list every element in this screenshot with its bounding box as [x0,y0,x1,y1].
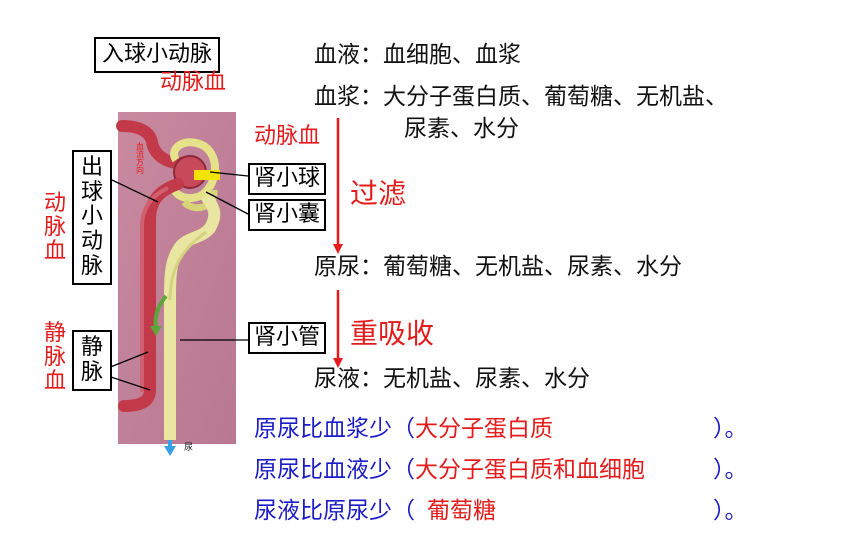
arterial-blood-left: 动脉血 [43,191,66,264]
vein-label: 静脉 [72,330,112,392]
primary-urine-value: 葡萄糖、无机盐、尿素、水分 [383,254,682,280]
comparison-3-prefix: 尿液比原尿少（ [254,498,415,524]
comparison-3-suffix: ）。 [713,498,748,524]
comparison-2-prefix: 原尿比血液少（ [254,457,415,483]
urine-composition: 尿液：无机盐、尿素、水分 [314,368,590,391]
urine-arrow [164,446,176,456]
afferent-arteriole-vessel [116,120,192,169]
comparison-1-prefix: 原尿比血浆少（ [254,416,415,442]
blood-label: 血液： [314,42,383,68]
blood-composition: 血液：血细胞、血浆 [314,44,521,67]
filtration-label: 过滤 [350,177,407,210]
comparison-1: 原尿比血浆少（大分子蛋白质 ）。 [254,418,748,441]
comparison-2: 原尿比血液少（大分子蛋白质和血细胞 ）。 [254,459,748,482]
comparison-3-answer: 葡萄糖 [427,498,496,524]
comparison-3: 尿液比原尿少（ 葡萄糖 ）。 [254,500,748,523]
primary-urine-composition: 原尿：葡萄糖、无机盐、尿素、水分 [314,256,682,279]
plasma-composition-cont: 尿素、水分 [404,116,519,142]
arterial-blood-top: 动脉血 [160,70,227,95]
blood-value: 血细胞、血浆 [383,42,521,68]
reabsorption-label: 重吸收 [350,317,435,350]
plasma-composition: 血浆：大分子蛋白质、葡萄糖、无机盐、 [314,86,728,109]
renal-tubule-shape [164,192,221,440]
urine-value: 无机盐、尿素、水分 [383,366,590,392]
reabsorb-arrow [153,294,168,329]
filter-highlight [194,170,220,180]
plasma-value-1: 大分子蛋白质、葡萄糖、无机盐、 [383,84,728,110]
comparison-2-answer: 大分子蛋白质和血细胞 [415,457,645,483]
urine-label: 尿液： [314,366,383,392]
venous-blood-label: 静脉血 [43,321,66,394]
comparison-1-suffix: ）。 [713,416,748,442]
arterial-blood-mid: 动脉血 [254,124,321,149]
efferent-arteriole-label: 出球小动脉 [72,150,112,286]
flow-direction-text: 血流方向 [136,141,145,174]
renal-tubule-label: 肾小管 [248,322,327,354]
comparison-1-answer: 大分子蛋白质 [415,416,553,442]
urine-mark: 尿 [184,443,194,453]
plasma-label: 血浆： [314,84,383,110]
primary-urine-label: 原尿： [314,254,383,280]
afferent-arteriole-label: 入球小动脉 [94,37,221,73]
bowmans-capsule-label: 肾小囊 [248,199,327,231]
comparison-2-suffix: ）。 [713,457,748,483]
glomerulus-label: 肾小球 [248,163,327,195]
